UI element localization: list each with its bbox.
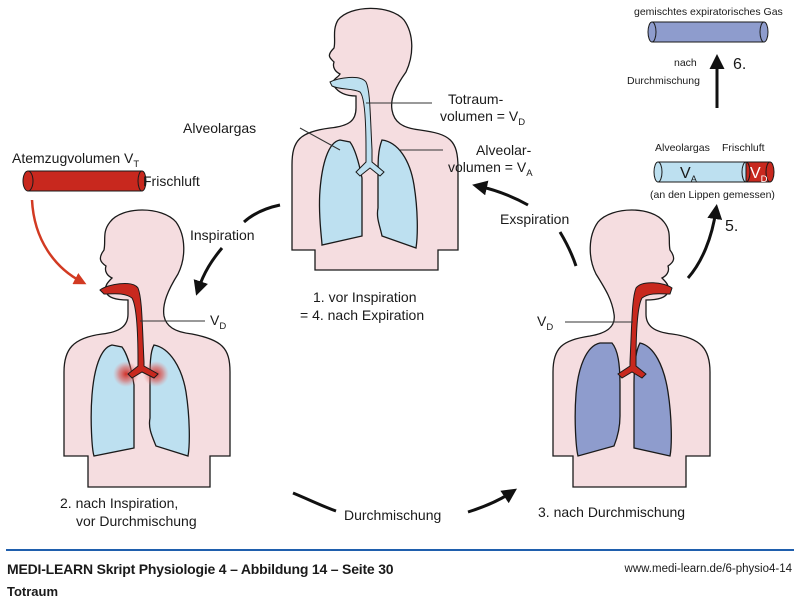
label-va: VA <box>680 165 698 185</box>
inhale-red-arrow <box>30 199 87 285</box>
inspiration-arrow-upper <box>242 203 281 224</box>
tidal-volume-group: Atemzugvolumen VT Frischluft <box>12 150 200 285</box>
step5-number: 5. <box>725 218 738 235</box>
step5-cylinder-divider <box>741 161 751 183</box>
caption-stage1-line1: 1. vor Inspiration <box>313 289 417 305</box>
step6-cylinder-end-left <box>647 21 657 43</box>
label-durchmischung: Durchmischung <box>344 507 441 523</box>
label-vd: VD <box>537 313 553 333</box>
label-vd: VD <box>750 165 768 185</box>
footer-subtitle: Totraum <box>7 584 59 599</box>
body-silhouette <box>291 7 459 271</box>
step6-group: gemischtes expiratorisches Gas 6. nach D… <box>627 6 783 108</box>
caption-stage2-line1: 2. nach Inspiration, <box>60 495 178 511</box>
step5-cylinder-end-right <box>765 161 775 183</box>
label-exspiration: Exspiration <box>500 211 569 227</box>
label-mixed-expiratory-gas: gemischtes expiratorisches Gas <box>634 6 783 18</box>
exspiration-arrow-upper <box>472 180 529 207</box>
left-lung <box>574 342 621 457</box>
mixing-glow-left <box>113 361 139 387</box>
label-measured-at-lips: (an den Lippen gemessen) <box>650 189 775 201</box>
label-alveolargas: Alveolargas <box>183 120 256 136</box>
label-totraum-1: Totraum- <box>448 91 504 107</box>
totraum-diagram: Alveolargas Totraum- volumen = VD Alveol… <box>12 6 783 529</box>
label-inspiration: Inspiration <box>190 227 255 243</box>
step6-cylinder-end-right <box>759 21 769 43</box>
airway-deadspace <box>329 76 385 177</box>
tidal-cylinder-end-right <box>137 170 147 192</box>
airway-deadspace <box>617 282 673 379</box>
label-alveolar-1: Alveolar- <box>476 142 532 158</box>
step5-cylinder-end-left <box>653 161 663 183</box>
footer-divider <box>6 549 794 551</box>
tidal-cylinder-end-left <box>22 170 34 192</box>
figure-stage2: VD 2. nach Inspiration, vor Durchmischun… <box>60 209 231 529</box>
durchmischung-arrow-left <box>292 491 337 513</box>
figure-stage3: VD 3. nach Durchmischung <box>537 209 711 520</box>
caption-stage1-line2: = 4. nach Expiration <box>300 307 424 323</box>
step6-cylinder-body <box>651 21 765 43</box>
durchmischung-arrow-right <box>467 488 517 514</box>
label-durchmischung-small: Durchmischung <box>627 75 700 87</box>
tidal-cylinder-body <box>27 170 143 192</box>
body-silhouette <box>63 209 231 488</box>
caption-stage2-line2: vor Durchmischung <box>76 513 197 529</box>
step6-number: 6. <box>733 56 746 73</box>
airway-deadspace <box>99 283 159 379</box>
cycle-arrows: Inspiration Exspiration Durchmischung <box>190 180 578 523</box>
label-vd: VD <box>210 312 226 332</box>
label-step5-frischluft: Frischluft <box>722 142 765 154</box>
inspiration-arrow-lower <box>193 247 224 296</box>
step5-arrow <box>686 204 723 279</box>
footer-title: MEDI-LEARN Skript Physiologie 4 – Abbild… <box>7 561 394 577</box>
label-tidal-volume: Atemzugvolumen VT <box>12 150 139 170</box>
figure-stage1: Alveolargas Totraum- volumen = VD Alveol… <box>183 7 533 323</box>
exspiration-arrow-lower <box>558 231 578 267</box>
step5-group: 5. Alveolargas Frischluft VA VD (an den … <box>650 142 775 279</box>
label-totraum-2: volumen = VD <box>440 108 525 128</box>
label-step5-alveolargas: Alveolargas <box>655 142 710 154</box>
label-alveolar-2: volumen = VA <box>448 159 533 179</box>
right-lung <box>376 139 418 249</box>
left-lung <box>318 139 363 246</box>
footer-url[interactable]: www.medi-learn.de/6-physio4-14 <box>624 563 792 575</box>
label-frischluft: Frischluft <box>143 173 200 189</box>
label-nach: nach <box>674 57 697 69</box>
caption-stage3: 3. nach Durchmischung <box>538 504 685 520</box>
step5-cylinder-va <box>657 161 747 183</box>
